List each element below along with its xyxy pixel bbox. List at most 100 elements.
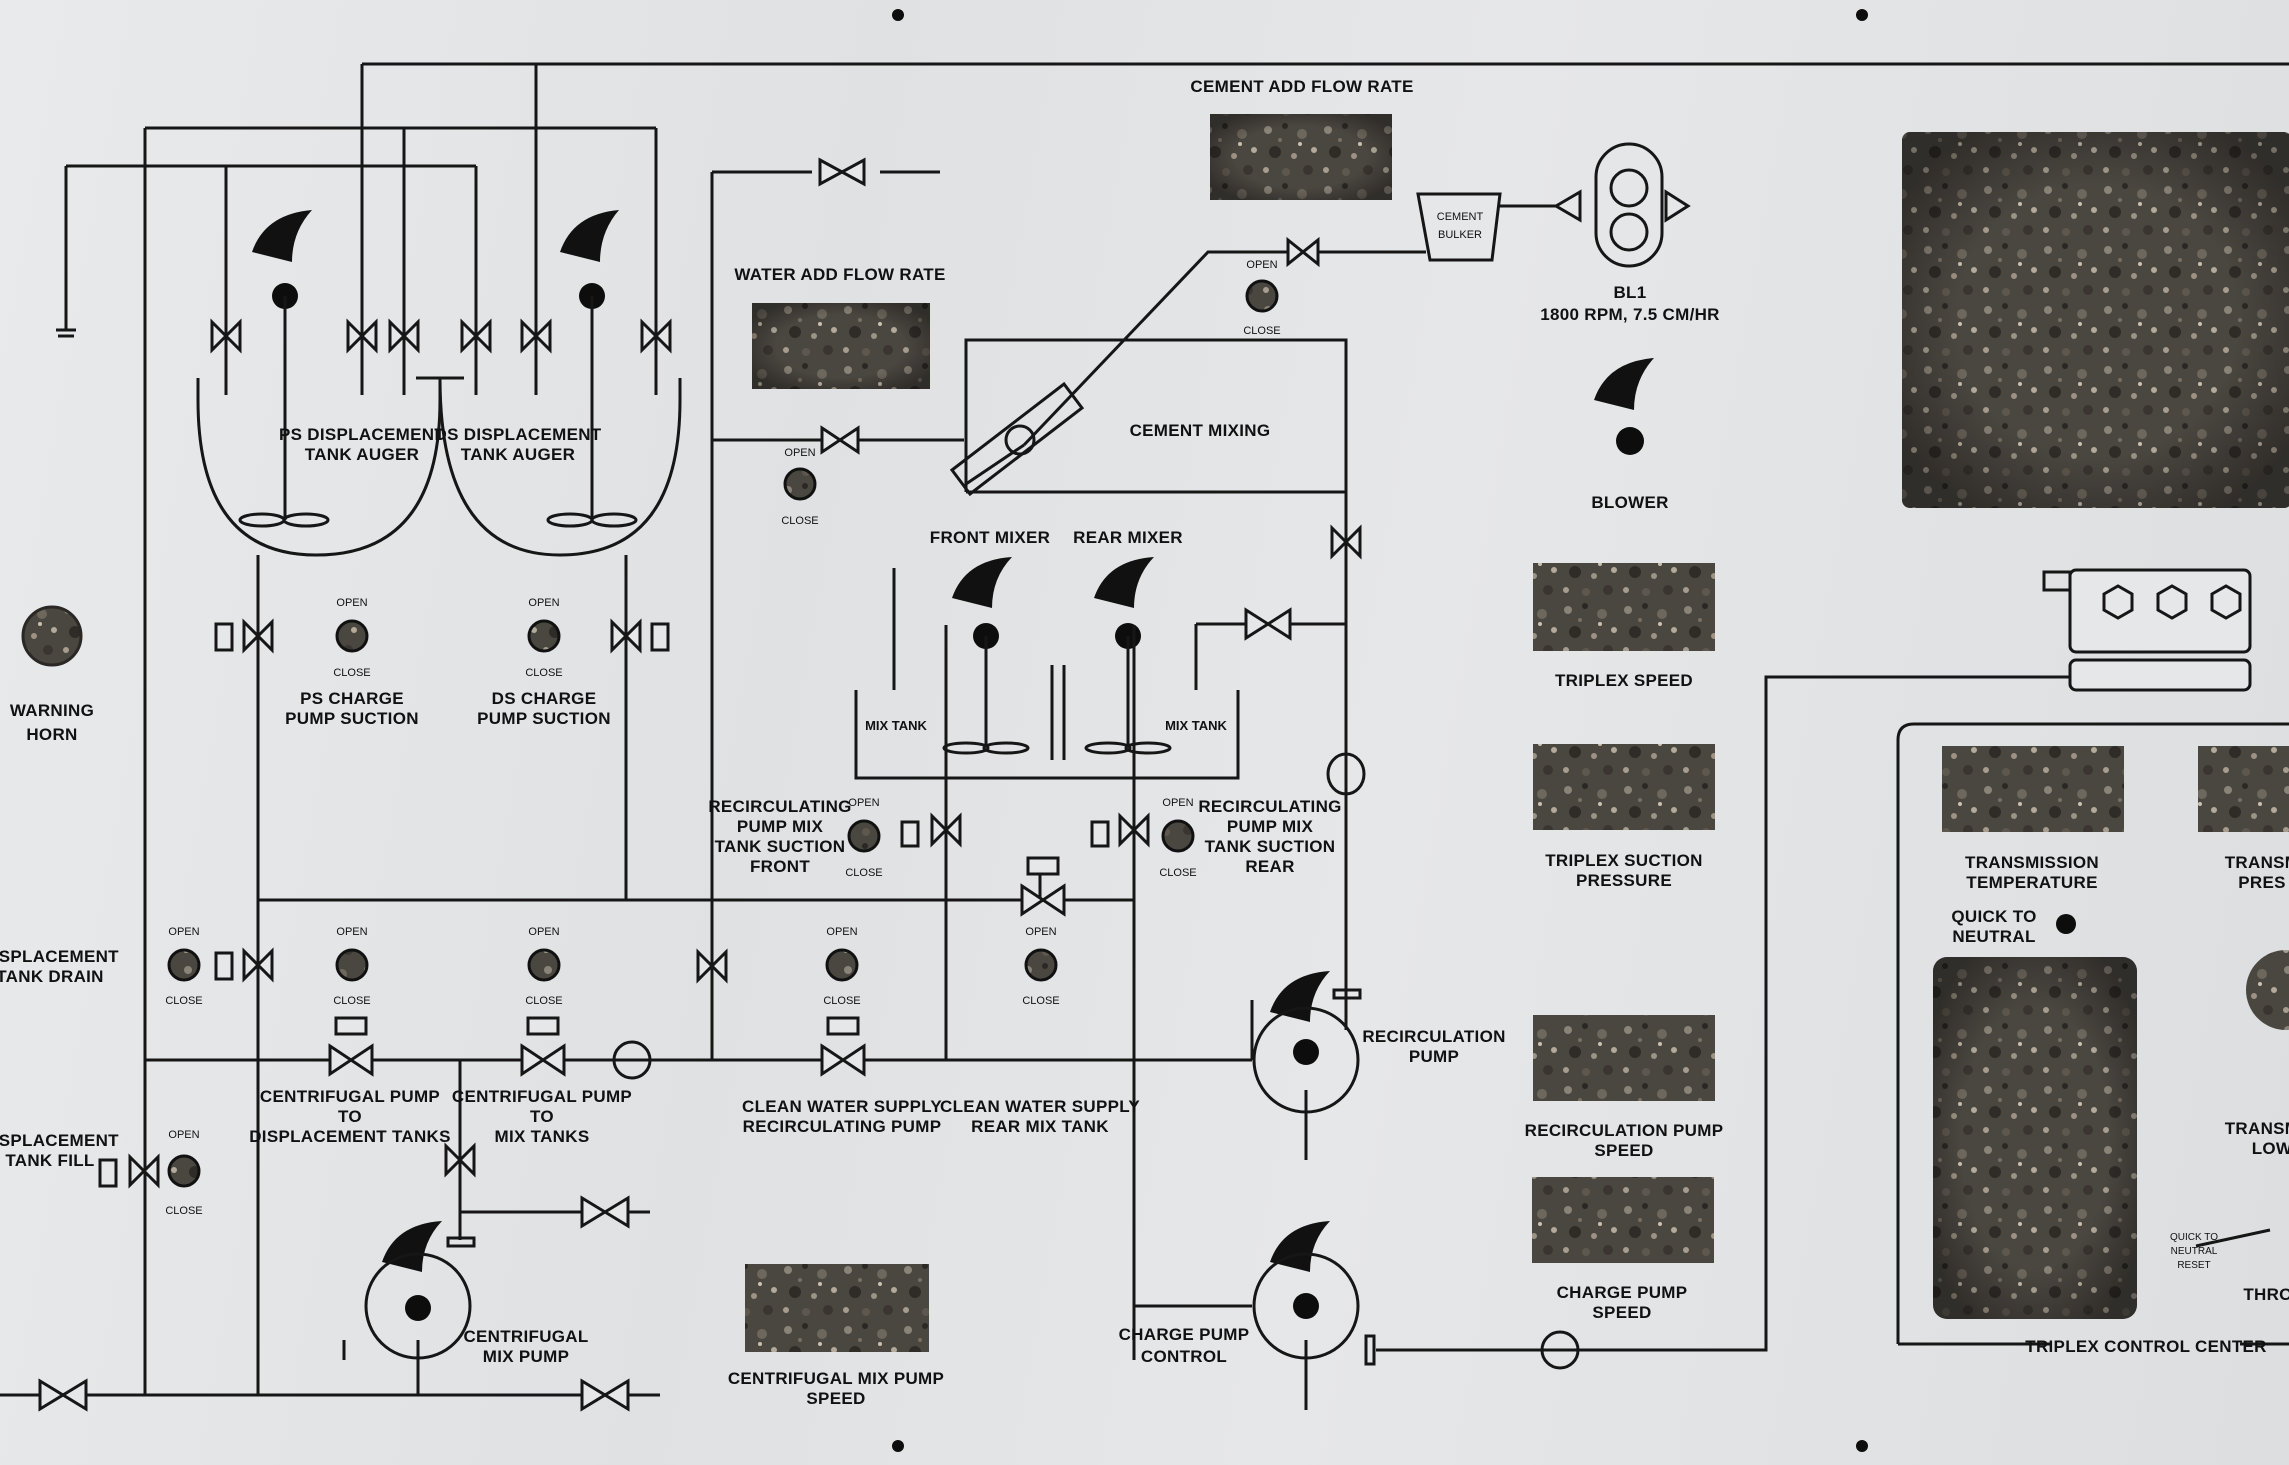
- triplex-pump: [2042, 568, 2252, 692]
- cent-mix-3: MIX TANKS: [495, 1127, 590, 1146]
- ds-charge-label-2: PUMP SUCTION: [477, 709, 611, 728]
- trans-low-2: LOW: [2252, 1139, 2289, 1158]
- switch-holes: [21, 279, 2289, 1188]
- quick-neutral-1: QUICK TO: [1951, 907, 2036, 926]
- cent-pump-label-2: MIX PUMP: [483, 1347, 569, 1366]
- front-mixer-label: FRONT MIXER: [930, 528, 1050, 547]
- charge-speed-2: SPEED: [1592, 1303, 1651, 1322]
- bl1-spec: 1800 RPM, 7.5 CM/HR: [1540, 305, 1720, 324]
- fill-switch[interactable]: [167, 1154, 201, 1188]
- close-label: CLOSE: [1159, 867, 1196, 879]
- mount-hole-bottom-2: [1856, 1440, 1868, 1452]
- fill-label-2: TANK FILL: [5, 1151, 94, 1170]
- cement-flow-label: CEMENT ADD FLOW RATE: [1190, 77, 1413, 96]
- drain-label-2: TANK DRAIN: [0, 967, 104, 986]
- quick-reset-2: NEUTRAL: [2171, 1246, 2218, 1257]
- open-label: OPEN: [528, 926, 559, 938]
- drain-switch[interactable]: [167, 948, 201, 982]
- display-windows: [745, 114, 2289, 1352]
- ps-charge-label-1: PS CHARGE: [300, 689, 404, 708]
- charge-speed-1: CHARGE PUMP: [1557, 1283, 1688, 1302]
- water-flow-label: WATER ADD FLOW RATE: [734, 265, 945, 284]
- open-label: OPEN: [848, 797, 879, 809]
- triplex-speed-display: [1533, 563, 1715, 651]
- open-label: OPEN: [784, 447, 815, 459]
- quick-neutral-2: NEUTRAL: [1952, 927, 2035, 946]
- open-label: OPEN: [168, 926, 199, 938]
- ps-charge-switch[interactable]: [335, 619, 369, 653]
- quick-reset-1: QUICK TO: [2170, 1232, 2218, 1243]
- trans-press-display: [2198, 746, 2289, 832]
- triplex-suction-1: TRIPLEX SUCTION: [1545, 851, 1703, 870]
- ds-charge-label-1: DS CHARGE: [492, 689, 597, 708]
- ps-auger-label-2: TANK AUGER: [305, 445, 419, 464]
- water-valve-switch[interactable]: [783, 467, 817, 501]
- warning-horn-hole[interactable]: [21, 605, 83, 667]
- trans-temp-1: TRANSMISSION: [1965, 853, 2099, 872]
- recirc-pump-label-1: RECIRCULATION: [1362, 1027, 1505, 1046]
- knob-holes: [272, 283, 2076, 1321]
- cent-speed-label-2: SPEED: [806, 1389, 865, 1408]
- charge-flow-meter: [1540, 1330, 1580, 1370]
- mount-hole-bottom-1: [892, 1440, 904, 1452]
- close-label: CLOSE: [781, 515, 818, 527]
- blower-knob[interactable]: [1616, 427, 1644, 455]
- trans-low-1: TRANSM: [2225, 1119, 2289, 1138]
- mount-hole-top-1: [892, 9, 904, 21]
- trans-press-2: PRES: [2238, 873, 2286, 892]
- cw-recirc-2: RECIRCULATING PUMP: [743, 1117, 942, 1136]
- cw-recirc-switch[interactable]: [825, 948, 859, 982]
- valve-actuators: [98, 622, 1110, 1188]
- close-label: CLOSE: [165, 1205, 202, 1217]
- mount-hole-top-2: [1856, 9, 1868, 21]
- valves: [38, 157, 1362, 1412]
- triplex-speed-label: TRIPLEX SPEED: [1555, 671, 1693, 690]
- bulker-label-1: CEMENT: [1437, 211, 1484, 223]
- displacement-tanks: [196, 376, 1172, 755]
- close-label: CLOSE: [845, 867, 882, 879]
- open-label: OPEN: [336, 926, 367, 938]
- cent-flow-meter: [612, 1040, 652, 1080]
- cement-valve-switch[interactable]: [1245, 279, 1279, 313]
- cw-rear-switch[interactable]: [1024, 948, 1058, 982]
- recirc-rear-3: TANK SUCTION: [1205, 837, 1336, 856]
- ds-auger-label-1: DS DISPLACEMENT: [435, 425, 602, 444]
- recirc-front-switch[interactable]: [847, 819, 881, 853]
- recirc-rear-switch[interactable]: [1161, 819, 1195, 853]
- mix-tank-front-label: MIX TANK: [865, 718, 927, 733]
- open-label: OPEN: [528, 597, 559, 609]
- recirc-pump-knob[interactable]: [1293, 1039, 1319, 1065]
- cent-mix-1: CENTRIFUGAL PUMP: [452, 1087, 632, 1106]
- ds-charge-switch[interactable]: [527, 619, 561, 653]
- cent-mix-pump-knob[interactable]: [405, 1295, 431, 1321]
- drain-label-1: DISPLACEMENT: [0, 947, 119, 966]
- fill-label-1: DISPLACEMENT: [0, 1131, 119, 1150]
- open-label: OPEN: [168, 1129, 199, 1141]
- charge-pump: [1252, 1252, 1360, 1360]
- cement-eductor: [949, 381, 1085, 497]
- trans-temp-2: TEMPERATURE: [1966, 873, 2097, 892]
- recirc-front-3: TANK SUCTION: [715, 837, 846, 856]
- recirc-speed-2: SPEED: [1594, 1141, 1653, 1160]
- thro-label: THRO: [2243, 1285, 2289, 1304]
- bl1-label: BL1: [1613, 283, 1646, 302]
- recirc-front-1: RECIRCULATING: [708, 797, 851, 816]
- blower-label: BLOWER: [1591, 493, 1668, 512]
- ps-auger-label-1: PS DISPLACEMENT: [279, 425, 445, 444]
- recirc-rear-4: REAR: [1245, 857, 1294, 876]
- close-label: CLOSE: [823, 995, 860, 1007]
- cement-mixing-label: CEMENT MIXING: [1130, 421, 1271, 440]
- charge-ctrl-label-1: CHARGE PUMP: [1119, 1325, 1250, 1344]
- recirc-flow-meter: [1326, 752, 1366, 796]
- charge-ctrl-label-2: CONTROL: [1141, 1347, 1227, 1366]
- cent-disp-switch[interactable]: [335, 948, 369, 982]
- bulker-label-2: BULKER: [1438, 229, 1482, 241]
- recirc-rear-1: RECIRCULATING: [1198, 797, 1341, 816]
- close-label: CLOSE: [333, 995, 370, 1007]
- quick-neutral-button[interactable]: [2056, 914, 2076, 934]
- cent-disp-2: TO: [338, 1107, 362, 1126]
- close-label: CLOSE: [165, 995, 202, 1007]
- cent-mix-switch[interactable]: [527, 948, 561, 982]
- charge-pump-knob[interactable]: [1293, 1293, 1319, 1319]
